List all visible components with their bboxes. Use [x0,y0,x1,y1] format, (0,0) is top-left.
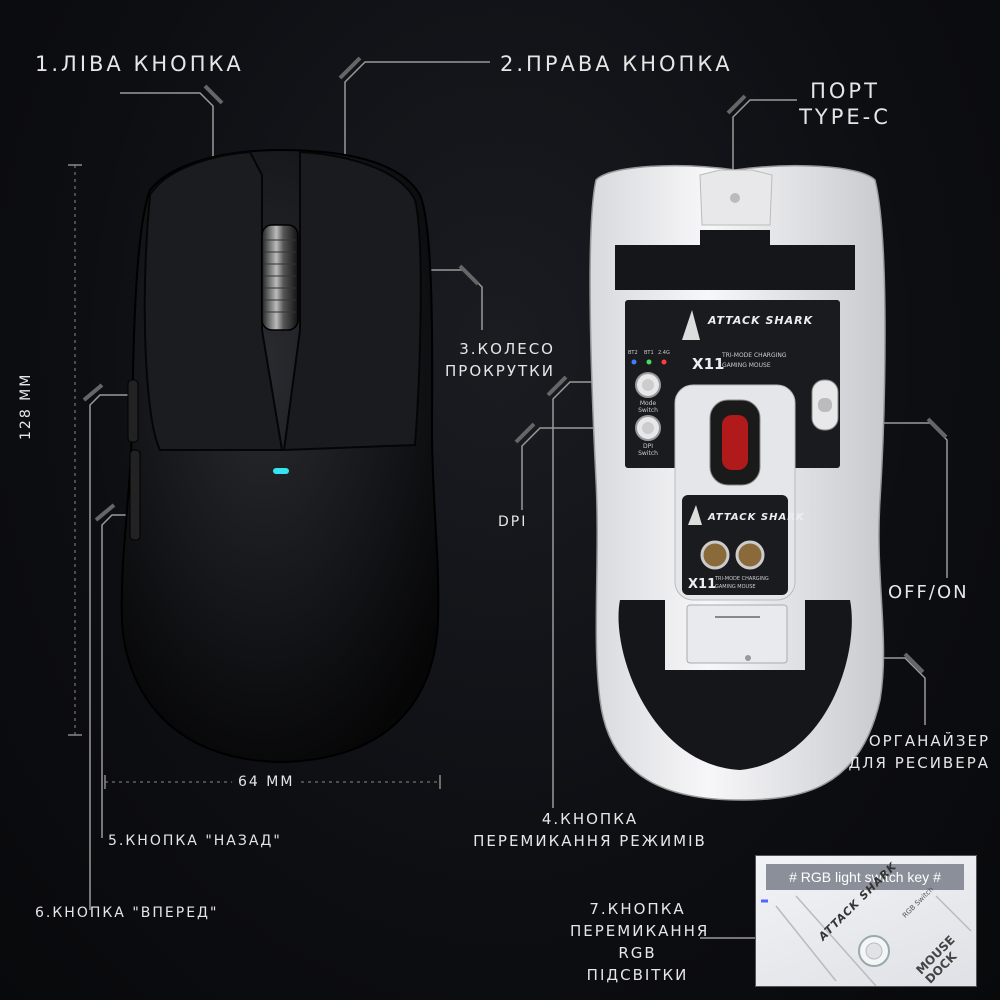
back-callout [101,514,128,838]
charging-contact-right [735,540,765,570]
brand-logo-top [682,310,700,340]
desc-bottom-line2: GAMING MOUSE [715,584,756,590]
right-button-callout [344,61,490,158]
label-off-on: OFF/ON [888,582,969,603]
label-width-dimension: 64 ММ [232,774,301,790]
model-text-top: X11 [692,355,725,373]
led-bt2 [631,359,637,365]
label-left-button: 1.ЛІВА КНОПКА [35,52,244,76]
side-button-forward [127,379,139,443]
dpi-callout [521,427,642,510]
left-button-shape [143,150,284,451]
type-c-port [730,193,740,203]
label-forward-button: 6.КНОПКА "ВПЕРЕД" [35,905,219,921]
label-back-button: 5.КНОПКА "НАЗАД" [108,833,282,849]
brand-text-bottom: ATTACK SHARK [708,512,805,523]
receiver-organizer [686,604,788,664]
charging-contact-left [700,540,730,570]
port-callout [732,99,797,205]
top-skate [615,230,855,290]
brand-logo-bottom [688,505,702,525]
right-button-shape [282,150,422,452]
status-led [273,468,289,474]
left-button-callout [120,92,214,160]
rgb-inset-title: # RGB light switch key # [766,864,964,890]
led-bt1-label: BT1 [644,350,654,356]
desc-top-line2: GAMING MOUSE [722,362,771,369]
desc-top-line1: TRI-MODE CHARGING [722,352,787,359]
bottom-skate [618,600,852,770]
side-button-back [129,449,141,541]
model-text-bottom: X11 [688,577,717,592]
label-right-button: 2.ПРАВА КНОПКА [500,52,733,76]
label-dpi: DPI [498,514,528,530]
led-24g-label: 2.4G [658,350,670,356]
brand-text-top: ATTACK SHARK [708,314,814,327]
scroll-wheel [261,224,299,331]
led-24g [661,359,667,365]
label-height-dimension: 128 ММ [18,372,34,440]
led-bt1 [646,359,652,365]
forward-callout [89,394,128,910]
rgb-inset-panel: # RGB light switch key # ATTACK SHARK RG… [755,855,977,987]
desc-bottom-line1: TRI-MODE CHARGING [715,576,769,582]
led-bt2-label: BT2 [628,350,638,356]
rgb-inset-graphic [761,895,972,986]
